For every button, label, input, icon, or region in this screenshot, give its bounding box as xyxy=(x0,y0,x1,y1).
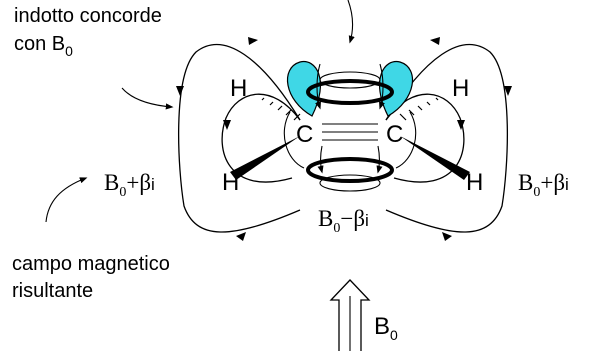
left-outer-field-loop xyxy=(177,43,301,233)
caption-induced-line2: con B0 xyxy=(14,33,73,59)
atom-h-upper-right: H xyxy=(452,75,469,102)
pi-current-ring-upper xyxy=(306,79,394,105)
atom-c-left: C xyxy=(296,121,313,148)
field-label-left: B0+βi xyxy=(104,170,155,200)
center-field-line-left xyxy=(315,63,321,110)
ch-bond-wedge-lower-left xyxy=(230,136,300,180)
atom-h-upper-left: H xyxy=(230,75,247,102)
caption-resultant-line2: risultante xyxy=(12,280,93,302)
atom-h-lower-left: H xyxy=(222,169,239,196)
ch-bond-hashed-upper-left xyxy=(261,97,301,121)
left-inner-field-loop xyxy=(221,93,301,183)
right-outer-field-loop xyxy=(385,43,509,233)
caption-induced-line1: indotto concorde xyxy=(14,5,162,27)
center-field-line-right xyxy=(379,63,385,110)
right-inner-field-loop xyxy=(385,93,465,183)
top-pointer-arrow xyxy=(347,0,355,44)
p-orbital-right xyxy=(379,60,414,117)
center-field-arrow-lower-left xyxy=(317,145,324,174)
caption-pointer-arrow xyxy=(121,87,174,110)
applied-field-label: B0 xyxy=(374,313,398,343)
caption-resultant-line1: campo magnetico xyxy=(12,253,170,275)
field-label-center: B0−βi xyxy=(318,206,369,236)
center-field-arrow-lower-right xyxy=(376,145,383,174)
pi-ring-lower-back xyxy=(319,174,381,192)
pi-current-ring-lower xyxy=(306,157,394,183)
field-label-right: B0+βi xyxy=(518,170,569,200)
field-arrowheads xyxy=(176,37,512,241)
pi-ring-upper-back xyxy=(319,71,381,89)
resultant-pointer-arrow xyxy=(45,177,88,223)
ch-bond-wedge-lower-right xyxy=(400,136,470,180)
p-orbital-left xyxy=(286,60,321,117)
ch-bond-hashed-upper-right xyxy=(399,97,439,121)
atom-h-lower-right: H xyxy=(466,169,483,196)
atom-c-right: C xyxy=(386,121,403,148)
